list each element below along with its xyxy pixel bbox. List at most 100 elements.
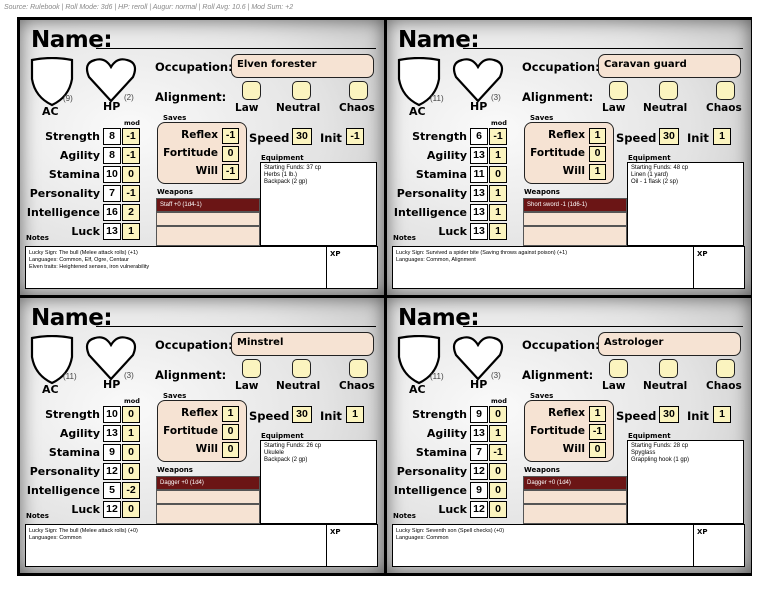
stat-intelligence: Intelligence 16 2 [20, 204, 143, 222]
name-field[interactable] [463, 326, 743, 327]
notes-box[interactable]: Lucky Sign: The bull (Melee attack rolls… [25, 246, 328, 289]
weapon-row-empty[interactable] [523, 226, 627, 246]
occupation-field[interactable]: Caravan guard [598, 54, 741, 78]
stat-value[interactable]: 9 [470, 482, 488, 499]
stat-value[interactable]: 6 [470, 128, 488, 145]
alignment-neutral-checkbox[interactable] [292, 359, 311, 378]
equipment-box[interactable]: Starting Funds: 28 cp Spyglass Grappling… [627, 440, 744, 524]
weapon-row[interactable]: Short sword -1 (1d6-1) [523, 198, 627, 212]
weapon-row-empty[interactable] [156, 490, 260, 504]
alignment-law-checkbox[interactable] [242, 81, 261, 100]
stat-value[interactable]: 13 [103, 425, 121, 442]
stat-value[interactable]: 9 [103, 444, 121, 461]
alignment-law-checkbox[interactable] [242, 359, 261, 378]
reflex-value[interactable]: 1 [222, 406, 239, 422]
will-value[interactable]: -1 [222, 164, 239, 180]
stat-value[interactable]: 12 [103, 501, 121, 518]
reflex-value[interactable]: 1 [589, 406, 606, 422]
reflex-value[interactable]: -1 [222, 128, 239, 144]
init-value[interactable]: -1 [346, 128, 364, 145]
speed-value[interactable]: 30 [292, 128, 312, 145]
neutral-label: Neutral [276, 102, 321, 114]
weapon-row[interactable]: Staff +0 (1d4-1) [156, 198, 260, 212]
notes-box[interactable]: Lucky Sign: Seventh son (Spell checks) (… [392, 524, 695, 567]
name-field[interactable] [463, 48, 743, 49]
occupation-field[interactable]: Astrologer [598, 332, 741, 356]
stat-value[interactable]: 13 [470, 147, 488, 164]
xp-box[interactable]: XP [693, 524, 745, 567]
stat-value[interactable]: 13 [470, 425, 488, 442]
speed-value[interactable]: 30 [659, 406, 679, 423]
alignment-chaos-checkbox[interactable] [716, 81, 735, 100]
occupation-field[interactable]: Elven forester [231, 54, 374, 78]
stat-stamina: Stamina 10 0 [20, 166, 143, 184]
stat-value[interactable]: 5 [103, 482, 121, 499]
weapon-row[interactable]: Dagger +0 (1d4) [523, 476, 627, 490]
stat-value[interactable]: 11 [470, 166, 488, 183]
will-value[interactable]: 1 [589, 164, 606, 180]
stat-value[interactable]: 13 [470, 185, 488, 202]
stat-label: Intelligence [393, 206, 467, 219]
character-card-2: Name: AC (11) HP (3) Occupation: Caravan… [387, 20, 751, 295]
alignment-neutral-checkbox[interactable] [659, 81, 678, 100]
alignment-neutral-checkbox[interactable] [659, 359, 678, 378]
will-value[interactable]: 0 [589, 442, 606, 458]
stat-value[interactable]: 7 [103, 185, 121, 202]
weapon-row-empty[interactable] [523, 212, 627, 226]
stat-value[interactable]: 12 [470, 501, 488, 518]
stat-value[interactable]: 13 [470, 204, 488, 221]
stat-value[interactable]: 8 [103, 128, 121, 145]
weapon-row-empty[interactable] [523, 490, 627, 504]
stat-value[interactable]: 10 [103, 406, 121, 423]
stat-value[interactable]: 12 [103, 463, 121, 480]
alignment-chaos-checkbox[interactable] [716, 359, 735, 378]
alignment-chaos-checkbox[interactable] [349, 81, 368, 100]
notes-box[interactable]: Lucky Sign: Survived a spider bite (Savi… [392, 246, 695, 289]
fortitude-value[interactable]: -1 [589, 424, 606, 440]
xp-box[interactable]: XP [326, 246, 378, 289]
alignment-neutral-checkbox[interactable] [292, 81, 311, 100]
weapon-row-empty[interactable] [156, 504, 260, 524]
fortitude-label: Fortitude [530, 425, 585, 437]
weapon-row-empty[interactable] [156, 226, 260, 246]
occupation-field[interactable]: Minstrel [231, 332, 374, 356]
name-field[interactable] [96, 48, 376, 49]
stat-value[interactable]: 12 [470, 463, 488, 480]
init-value[interactable]: 1 [713, 406, 731, 423]
weapon-row-empty[interactable] [156, 212, 260, 226]
init-value[interactable]: 1 [713, 128, 731, 145]
fortitude-value[interactable]: 0 [222, 146, 239, 162]
reflex-label: Reflex [181, 407, 218, 419]
init-value[interactable]: 1 [346, 406, 364, 423]
speed-value[interactable]: 30 [292, 406, 312, 423]
stat-value[interactable]: 16 [103, 204, 121, 221]
notes-box[interactable]: Lucky Sign: The bull (Melee attack rolls… [25, 524, 328, 567]
stat-value[interactable]: 13 [470, 223, 488, 240]
shield-icon [30, 57, 74, 107]
xp-box[interactable]: XP [326, 524, 378, 567]
fortitude-value[interactable]: 0 [589, 146, 606, 162]
weapon-row-empty[interactable] [523, 504, 627, 524]
will-value[interactable]: 0 [222, 442, 239, 458]
fortitude-value[interactable]: 0 [222, 424, 239, 440]
xp-box[interactable]: XP [693, 246, 745, 289]
stat-value[interactable]: 13 [103, 223, 121, 240]
mod-label: mod [491, 119, 507, 127]
init-label: Init [687, 131, 709, 145]
alignment-law-checkbox[interactable] [609, 359, 628, 378]
equipment-box[interactable]: Starting Funds: 26 cp Ukulele Backpack (… [260, 440, 377, 524]
weapon-row[interactable]: Dagger +0 (1d4) [156, 476, 260, 490]
equipment-box[interactable]: Starting Funds: 37 cp Herbs (1 lb.) Back… [260, 162, 377, 246]
stat-value[interactable]: 7 [470, 444, 488, 461]
speed-value[interactable]: 30 [659, 128, 679, 145]
stat-value[interactable]: 9 [470, 406, 488, 423]
alignment-chaos-checkbox[interactable] [349, 359, 368, 378]
reflex-value[interactable]: 1 [589, 128, 606, 144]
stat-modifier: 0 [489, 482, 507, 499]
stat-value[interactable]: 8 [103, 147, 121, 164]
alignment-law-checkbox[interactable] [609, 81, 628, 100]
chaos-label: Chaos [706, 102, 742, 114]
equipment-box[interactable]: Starting Funds: 48 cp Linen (1 yard) Oil… [627, 162, 744, 246]
name-field[interactable] [96, 326, 376, 327]
stat-value[interactable]: 10 [103, 166, 121, 183]
